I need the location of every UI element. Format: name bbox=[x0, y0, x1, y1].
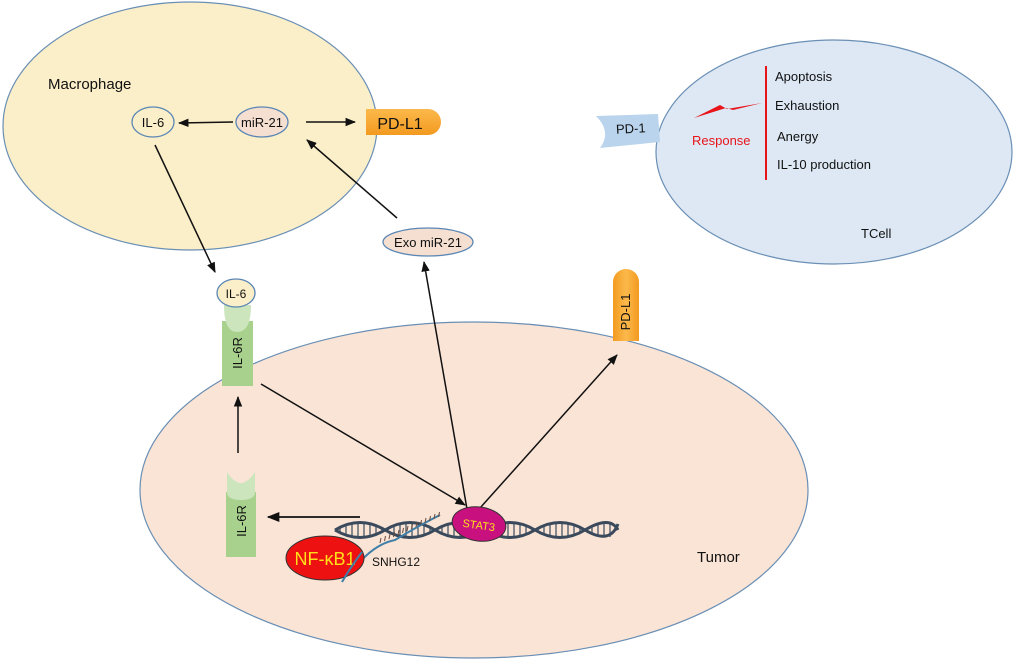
il6r-membrane-label: IL-6R bbox=[230, 337, 245, 369]
pdl1-label-macrophage: PD-L1 bbox=[377, 116, 422, 133]
snhg12-bases bbox=[379, 511, 440, 544]
response-label: Response bbox=[692, 133, 751, 148]
snhg12-base bbox=[415, 521, 418, 528]
snhg12-base bbox=[406, 525, 409, 532]
snhg12-base bbox=[438, 511, 440, 518]
snhg12-base bbox=[397, 529, 400, 536]
snhg12-base bbox=[388, 533, 391, 540]
il6r-internal-cap bbox=[227, 472, 255, 500]
snhg12-label: SNHG12 bbox=[372, 555, 420, 569]
exo-mir21-label: Exo miR-21 bbox=[394, 235, 462, 250]
snhg12-base bbox=[411, 523, 413, 530]
pdl1-receptor-tumor bbox=[613, 269, 639, 341]
il6-ligand bbox=[216, 278, 256, 308]
stat3-label: STAT3 bbox=[462, 518, 496, 534]
stat3-protein bbox=[451, 506, 507, 542]
pdl1-label-tumor: PD-L1 bbox=[618, 294, 633, 331]
nfkb1-protein bbox=[285, 535, 365, 581]
snhg12-base bbox=[402, 527, 404, 534]
il6r-internal-label: IL-6R bbox=[234, 505, 249, 537]
snhg12-base bbox=[424, 517, 427, 524]
snhg12-base bbox=[429, 515, 431, 522]
response-item-anergy: Anergy bbox=[777, 129, 819, 144]
arrow-exo-to-mir21 bbox=[306, 139, 398, 219]
snhg12-strand-overlay bbox=[341, 551, 363, 583]
response-item-exhaustion: Exhaustion bbox=[775, 98, 839, 113]
arrow-il6r-to-stat3 bbox=[260, 383, 466, 506]
il6r-membrane-cap bbox=[224, 305, 251, 332]
il6r-internal-receptor bbox=[226, 492, 256, 557]
nfkb1-label: NF-κB1 bbox=[294, 549, 355, 569]
pd1-label: PD-1 bbox=[616, 120, 646, 137]
il6-node-macrophage bbox=[131, 106, 175, 138]
response-item-il10: IL-10 production bbox=[777, 157, 871, 172]
snhg12-base bbox=[420, 519, 422, 526]
tumor-label: Tumor bbox=[697, 549, 740, 566]
il6-label-macrophage: IL-6 bbox=[142, 115, 164, 130]
arrow-stat3-to-pdl1 bbox=[479, 354, 618, 509]
il6-ligand-label: IL-6 bbox=[226, 287, 247, 301]
tcell-cell bbox=[655, 39, 1013, 265]
tcell-label: TCell bbox=[861, 226, 891, 241]
mir21-label: miR-21 bbox=[241, 115, 283, 130]
response-item-apoptosis: Apoptosis bbox=[775, 69, 833, 84]
pdl1-receptor-macrophage bbox=[366, 109, 441, 135]
pd1-receptor bbox=[596, 114, 660, 148]
snhg12-base bbox=[379, 537, 382, 544]
arrow-stat3-to-exo bbox=[421, 260, 468, 510]
arrow-mir21-to-il6 bbox=[177, 118, 234, 128]
snhg12-base bbox=[384, 535, 386, 542]
macrophage-cell bbox=[2, 1, 378, 251]
arrow-il6-to-ligand bbox=[154, 144, 216, 273]
snhg12-base bbox=[393, 531, 395, 538]
snhg12-base bbox=[433, 513, 436, 520]
exo-mir21-node bbox=[382, 227, 474, 257]
mir21-node bbox=[235, 106, 289, 138]
lightning-icon bbox=[694, 103, 762, 118]
macrophage-label: Macrophage bbox=[48, 76, 131, 93]
